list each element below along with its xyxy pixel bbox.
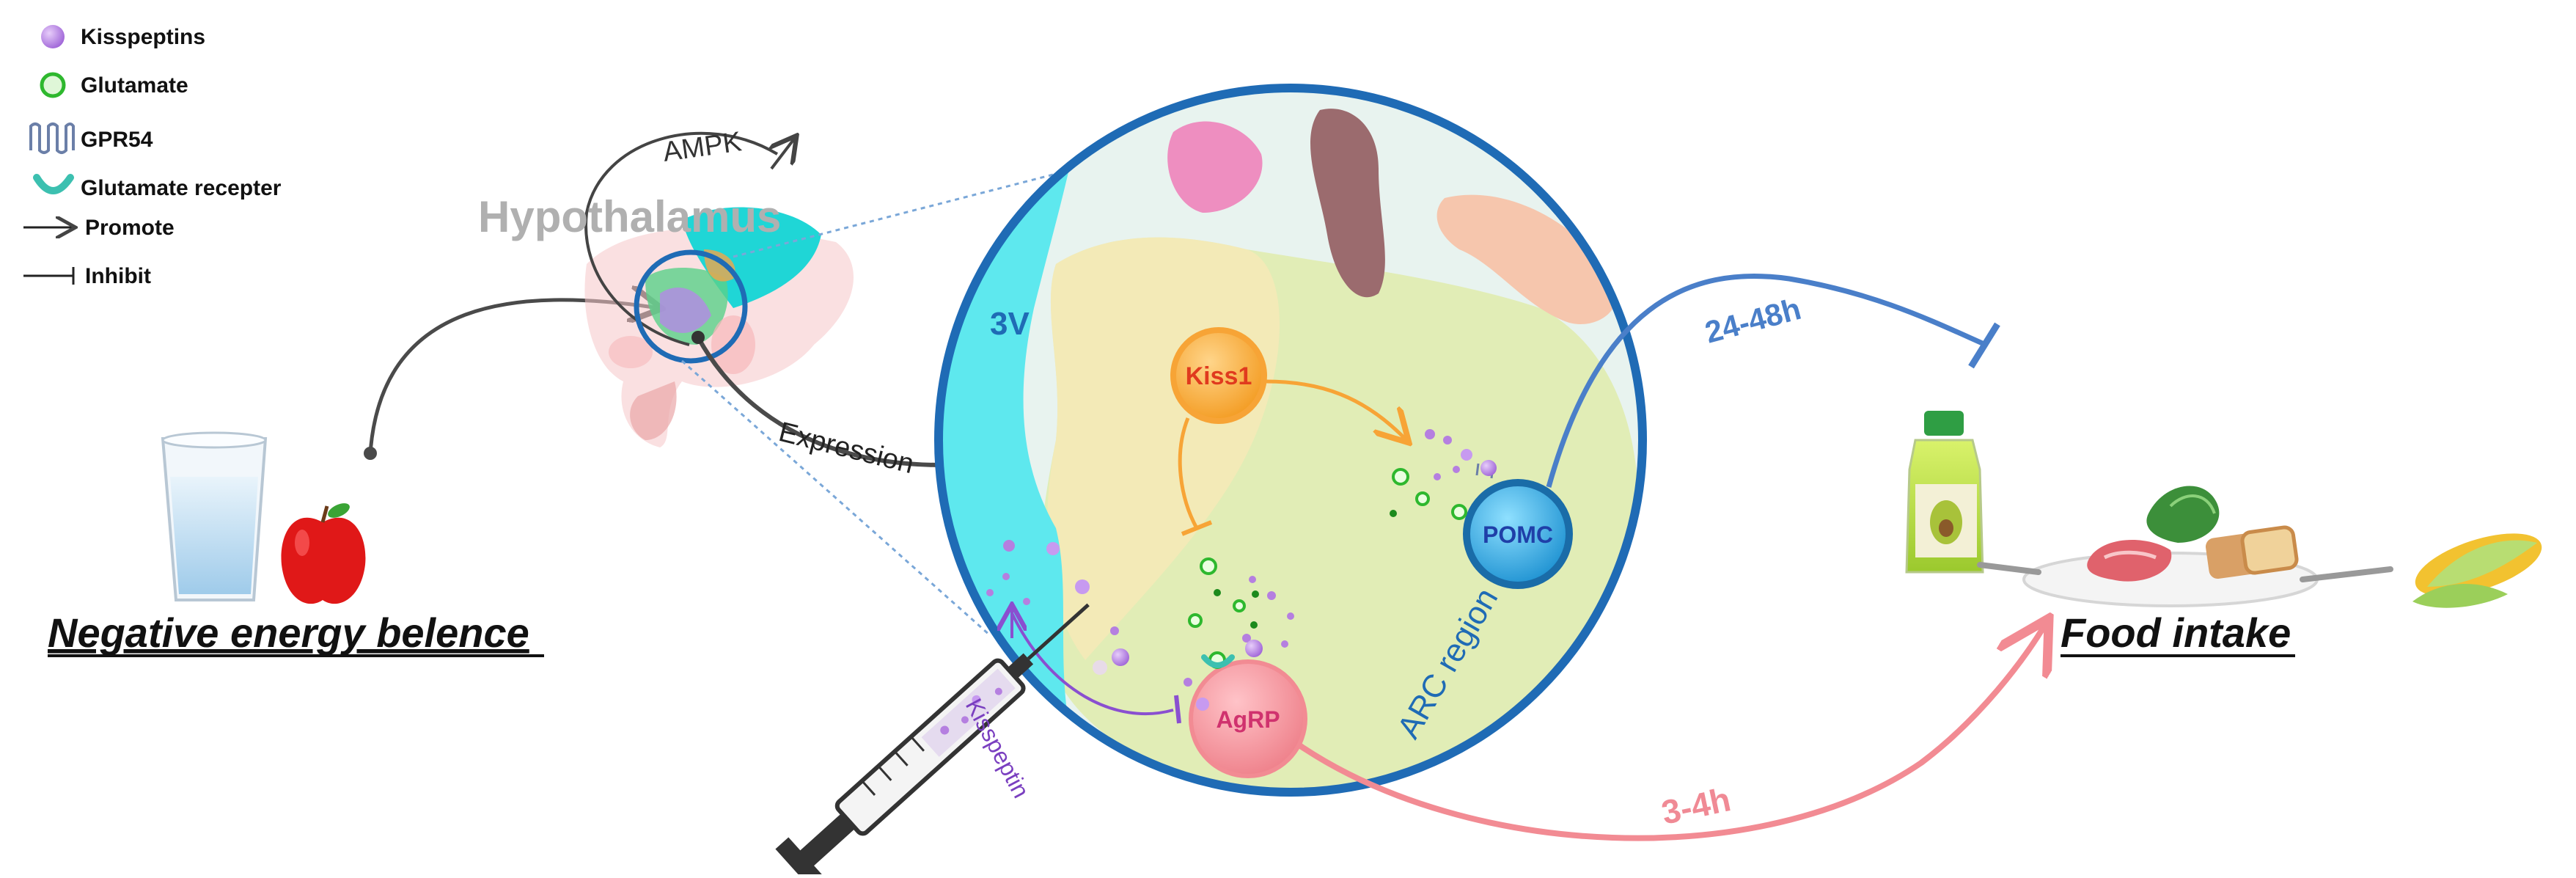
kisspeptin-particles-pomc xyxy=(1425,429,1497,480)
kiss1-to-pomc-arrow xyxy=(1265,379,1406,440)
expression-origin-dot xyxy=(691,331,705,344)
agrp-to-food-promote-arrow xyxy=(1297,623,2046,841)
legend-item-gpr54: GPR54 xyxy=(29,122,153,154)
arrow-origin-dot xyxy=(364,447,377,460)
time-long-label: 24-48h xyxy=(1701,291,1805,350)
legend-item-glutamate-receptor: Glutamate recepter xyxy=(33,174,282,200)
kiss1-neuron: Kiss1 xyxy=(1170,327,1267,424)
legend-item-inhibit: Inhibit xyxy=(23,264,151,288)
glutamate-particles-pomc xyxy=(1390,468,1467,520)
legend-label: Promote xyxy=(85,216,175,240)
kiss1-to-agrp-inhibit xyxy=(1178,417,1199,530)
negative-energy-title: Negative energy belence xyxy=(48,610,529,656)
legend-label: Glutamate recepter xyxy=(81,176,282,200)
kiss1-label: Kiss1 xyxy=(1186,362,1252,390)
pomc-label: POMC xyxy=(1483,522,1553,548)
glutamate-receptor-icon xyxy=(33,174,74,194)
expression-label: Expression xyxy=(776,417,917,480)
legend-label: Inhibit xyxy=(85,264,151,288)
ampk-up-arrow xyxy=(771,138,795,170)
third-ventricle-label: 3V xyxy=(990,306,1030,342)
food-plate-icon xyxy=(1977,486,2393,607)
agrp-label: AgRP xyxy=(1216,706,1280,733)
food-intake-title: Food intake xyxy=(2061,610,2291,656)
zoom-line-bottom xyxy=(681,359,991,637)
water-glass-icon xyxy=(161,431,268,601)
pomc-to-food-inhibit-arrow xyxy=(1546,273,1987,488)
ampk-cycle-arrow xyxy=(584,131,779,346)
ampk-label: AMPK xyxy=(661,126,744,168)
legend-label: GPR54 xyxy=(81,128,153,152)
kisspeptin-dot-icon xyxy=(41,25,65,48)
pomc-neuron: POMC xyxy=(1463,461,1573,589)
time-short-label: 3-4h xyxy=(1658,780,1733,832)
hypothalamus-zoom-circle xyxy=(634,249,748,364)
legend-item-kisspeptins: Kisspeptins xyxy=(41,25,205,49)
legend-label: Glutamate xyxy=(81,73,188,98)
hypothalamus-illustration xyxy=(584,207,854,447)
legend-label: Kisspeptins xyxy=(81,25,205,49)
kisspeptin-particles-agrp xyxy=(1184,576,1294,711)
kisspeptin-particles-ventricle xyxy=(986,540,1129,675)
hypothalamus-label: Hypothalamus xyxy=(478,192,781,241)
kisspeptin-inhibit-arrow xyxy=(1010,612,1174,716)
apple-icon xyxy=(281,503,366,604)
legend-item-glutamate: Glutamate xyxy=(40,72,188,98)
legend: Kisspeptins Glutamate GPR54 Glutamate re… xyxy=(23,25,282,288)
legend-item-promote: Promote xyxy=(23,216,175,240)
juice-bottle-icon xyxy=(1905,411,1984,574)
agrp-neuron: AgRP xyxy=(1189,659,1307,778)
glutamate-ring-icon xyxy=(40,72,66,98)
kiss1-agrp-inhibit-bar xyxy=(1181,520,1213,536)
kisspeptin-inhibit-bar xyxy=(1174,695,1181,724)
pomc-food-inhibit-bar xyxy=(1968,322,2000,369)
gpr54-receptor-icon xyxy=(29,122,75,154)
glutamate-receptor-icon xyxy=(1201,654,1235,668)
corn-icon xyxy=(2412,533,2542,608)
